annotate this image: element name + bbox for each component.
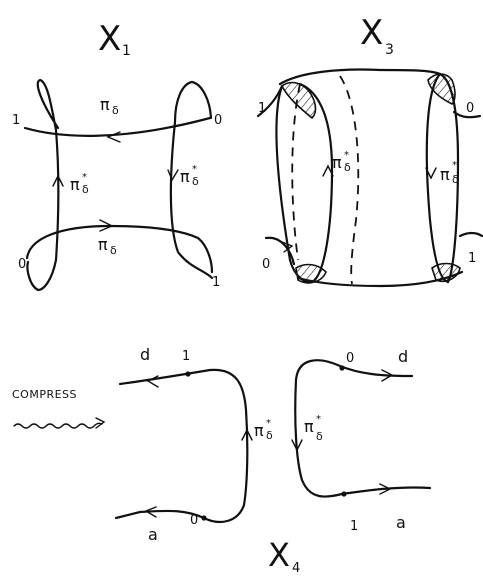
x4-right-top-arrow [381,369,394,382]
x4-label-1-top: 1 [182,349,190,364]
x3-pi-left-sub: δ [344,161,351,174]
x1-title: X [98,19,121,59]
x1-pi-right-sup: * [192,164,197,175]
x1-label-top-left: 1 [12,113,20,128]
x3-pi-left: π [332,153,342,172]
x1-label-bottom-left: 0 [18,257,26,272]
x4-pi-right-sup: * [316,414,321,425]
compress-label: COMPRESS [12,388,77,401]
x4-label-d-right: d [398,347,408,366]
x4-title: X [268,536,290,574]
x1-pi-bottom-sub: δ [110,244,117,257]
x4-pi-right-sub: δ [316,430,323,443]
x3-bottom-left-arrow [281,241,294,253]
compress-squiggle-arrow [13,422,103,429]
x4-label-0-bottom: 0 [190,513,198,528]
x1-label-bottom-right: 1 [212,275,220,290]
x4-label-a-left: a [148,525,158,544]
compress-arrowhead [95,417,106,429]
x1-right-loop [169,80,214,280]
x1-label-top-right: 0 [214,113,222,128]
x3-pi-right: π [440,165,450,184]
x3-right-arrow [425,167,437,180]
x1-top-arrow [106,131,121,143]
x1-pi-left-sup: * [82,172,87,183]
x3-hatch-bottom-left [295,263,327,284]
x1-title-subscript: 1 [122,43,131,59]
x4-left-curve [114,368,249,523]
x1-pi-left-sub: δ [82,183,89,196]
x3-title: X [360,13,383,53]
x3-back-dashed-left [291,83,301,261]
x3-left-bottom-flap [264,236,296,266]
x1-left-arrow [52,174,64,187]
x1-pi-right: π [180,167,190,186]
x1-pi-top-sub: δ [112,104,119,117]
panel-x3: X 3 π * δ π * δ 1 0 [256,13,483,288]
x3-left-ellipse [275,82,334,284]
x3-pi-left-sup: * [344,150,349,161]
x4-pi-right: π [304,417,314,436]
x4-title-subscript: 4 [292,561,300,576]
x1-top-arc [23,116,212,137]
x4-label-1-bottom: 1 [350,519,358,534]
x3-hatch-bottom-right [431,262,461,283]
x4-left-bottom-arrow [144,506,157,518]
x4-left-side-arrow [241,428,253,441]
x4-right-curve [294,359,432,498]
x3-back-dashed-middle [339,75,360,285]
x3-pi-right-sub: δ [452,173,459,186]
x3-right-top-flap [452,110,482,119]
panel-x4: π * δ π * δ d 1 0 d a 0 1 a X 4 [114,345,432,576]
x3-hatch-top-left [280,81,317,120]
x4-label-d-left: d [140,345,150,364]
x3-label-bottom-right: 1 [468,251,476,266]
x3-pi-right-sup: * [452,160,457,171]
compress-arrow-group: COMPRESS [12,388,106,429]
x4-right-side-arrow [291,439,303,452]
x1-bottom-arrow [99,219,114,232]
x4-left-top-dot [185,371,191,377]
x3-right-bottom-flap [458,231,483,238]
x4-right-bottom-arrow [379,483,392,495]
panel-x1: X 1 π δ π * δ π * δ π δ 1 0 0 1 [12,19,222,292]
x3-left-top-flap [256,84,284,118]
x4-right-top-dot [339,365,345,371]
x3-hatch-top-right [427,73,456,105]
x4-pi-left-sub: δ [266,429,273,442]
x4-left-top-arrow [146,375,159,388]
x1-bottom-arc [25,224,214,274]
x1-right-arrow [167,169,179,182]
x1-pi-top: π [100,95,110,114]
x1-pi-left: π [70,175,80,194]
x1-left-loop [26,78,60,292]
x4-left-bottom-dot [201,515,207,521]
x3-label-top-right: 0 [466,101,474,116]
x3-label-bottom-left: 0 [262,257,270,272]
x4-pi-left: π [254,421,264,440]
x4-right-bottom-dot [341,491,347,497]
x3-left-arrow [322,164,334,177]
x4-pi-left-sup: * [266,418,271,429]
x3-title-subscript: 3 [385,42,394,58]
x3-tube-top [278,68,442,86]
x1-pi-bottom: π [98,235,108,254]
x4-label-a-right: a [396,513,406,532]
x3-label-top-left: 1 [258,101,266,116]
x4-label-0-top: 0 [346,351,354,366]
x1-pi-right-sub: δ [192,175,199,188]
